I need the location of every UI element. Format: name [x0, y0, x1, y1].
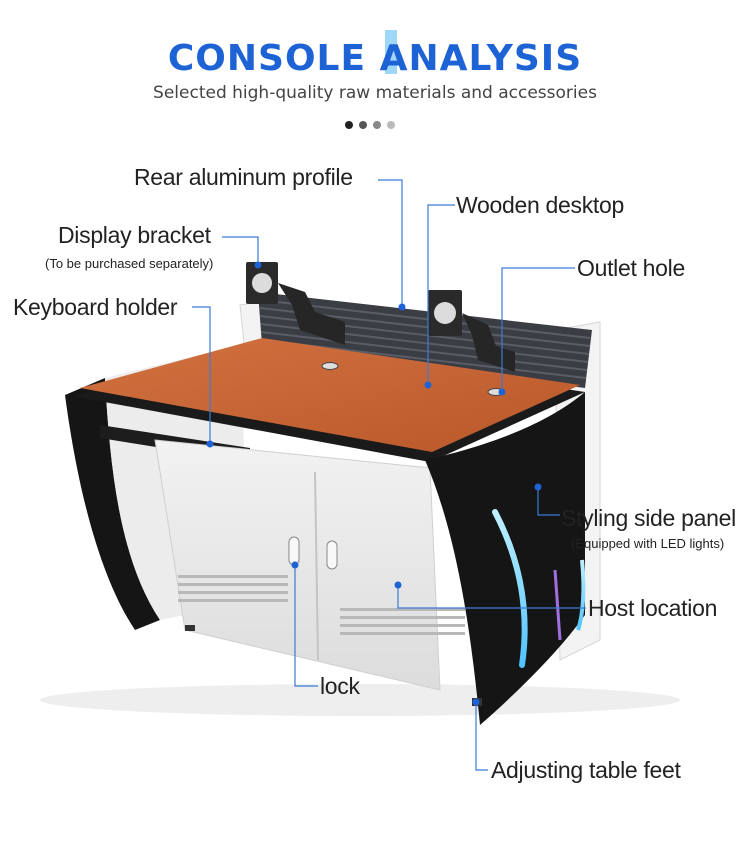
- callout-rear-aluminum-profile: Rear aluminum profile: [134, 164, 353, 190]
- callout-adjusting-table-feet: Adjusting table feet: [491, 757, 681, 783]
- callout-host-location: Host location: [588, 595, 718, 621]
- pagination-dot[interactable]: [387, 121, 395, 129]
- callout-styling-side-panel-note: (Equipped with LED lights): [571, 536, 725, 551]
- pagination-dots: [345, 121, 395, 129]
- pagination-dot[interactable]: [373, 121, 381, 129]
- page-title: CONSOLE ANALYSIS: [167, 38, 583, 79]
- title-accent-bar: [385, 30, 397, 74]
- callout-keyboard-holder: Keyboard holder: [13, 294, 178, 320]
- callout-styling-side-panel: Styling side panel: [561, 505, 736, 531]
- callout-display-bracket-note: (To be purchased separately): [45, 256, 214, 271]
- callout-display-bracket: Display bracket: [58, 222, 211, 248]
- wooden-desktop: [80, 338, 580, 452]
- callout-lock: lock: [320, 673, 360, 699]
- callout-outlet-hole: Outlet hole: [577, 255, 685, 281]
- page-subtitle: Selected high-quality raw materials and …: [153, 83, 597, 103]
- styling-side-panel: [425, 392, 586, 725]
- callout-wooden-desktop: Wooden desktop: [456, 192, 624, 218]
- pagination-dot[interactable]: [359, 121, 367, 129]
- pagination-dot[interactable]: [345, 121, 353, 129]
